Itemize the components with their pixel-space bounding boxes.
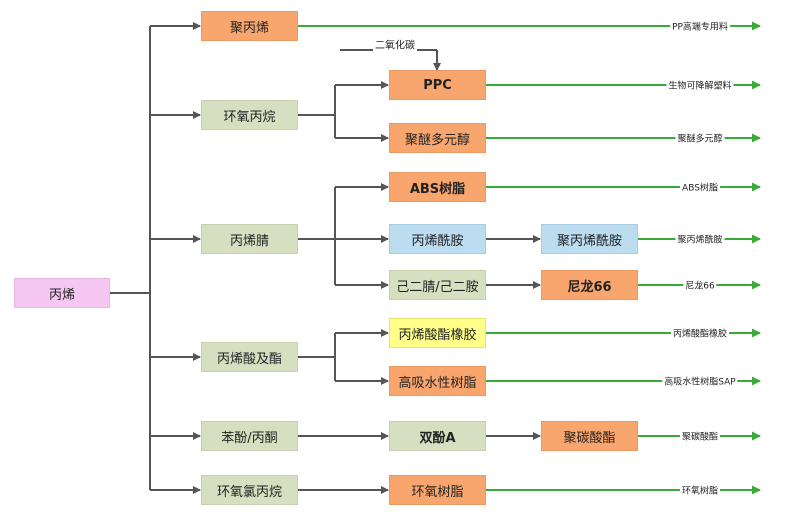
enduse-acrylic-rubber: 丙烯酸酯橡胶 <box>670 326 730 340</box>
label-co2: 二氧化碳 <box>373 36 417 52</box>
node-polyether-polyol: 聚醚多元醇 <box>389 123 486 153</box>
node-adiponitrile: 己二腈/己二胺 <box>389 270 486 300</box>
node-polycarbonate: 聚碳酸酯 <box>541 421 638 451</box>
enduse-polycarbonate: 聚碳酸酯 <box>679 429 721 443</box>
enduse-ppc: 生物可降解塑料 <box>666 78 734 92</box>
node-nylon66: 尼龙66 <box>541 270 638 300</box>
enduse-abs: ABS树脂 <box>680 180 720 194</box>
enduse-nylon66: 尼龙66 <box>683 278 717 292</box>
node-acrylic-acid: 丙烯酸及酯 <box>201 342 298 372</box>
node-epoxypropane: 环氧丙烷 <box>201 100 298 130</box>
node-bpa: 双酚A <box>389 421 486 451</box>
node-ppc: PPC <box>389 70 486 100</box>
node-sap: 高吸水性树脂 <box>389 366 486 396</box>
node-pp: 聚丙烯 <box>201 11 298 41</box>
enduse-pp: PP高端专用料 <box>670 19 730 33</box>
enduse-sap: 高吸水性树脂SAP <box>662 374 738 388</box>
enduse-epoxy-resin: 环氧树脂 <box>679 483 721 497</box>
node-polyacrylamide: 聚丙烯酰胺 <box>541 224 638 254</box>
node-epichlorohydrin: 环氧氯丙烷 <box>201 475 298 505</box>
node-abs: ABS树脂 <box>389 172 486 202</box>
enduse-polyacrylamide: 聚丙烯酰胺 <box>675 232 725 246</box>
node-phenol-acetone: 苯酚/丙酮 <box>201 421 298 451</box>
node-acrylic-rubber: 丙烯酸酯橡胶 <box>389 318 486 348</box>
root-propylene: 丙烯 <box>14 278 110 308</box>
node-acrylonitrile: 丙烯腈 <box>201 224 298 254</box>
node-epoxy-resin: 环氧树脂 <box>389 475 486 505</box>
enduse-polyether-polyol: 聚醚多元醇 <box>675 131 725 145</box>
node-acrylamide: 丙烯酰胺 <box>389 224 486 254</box>
